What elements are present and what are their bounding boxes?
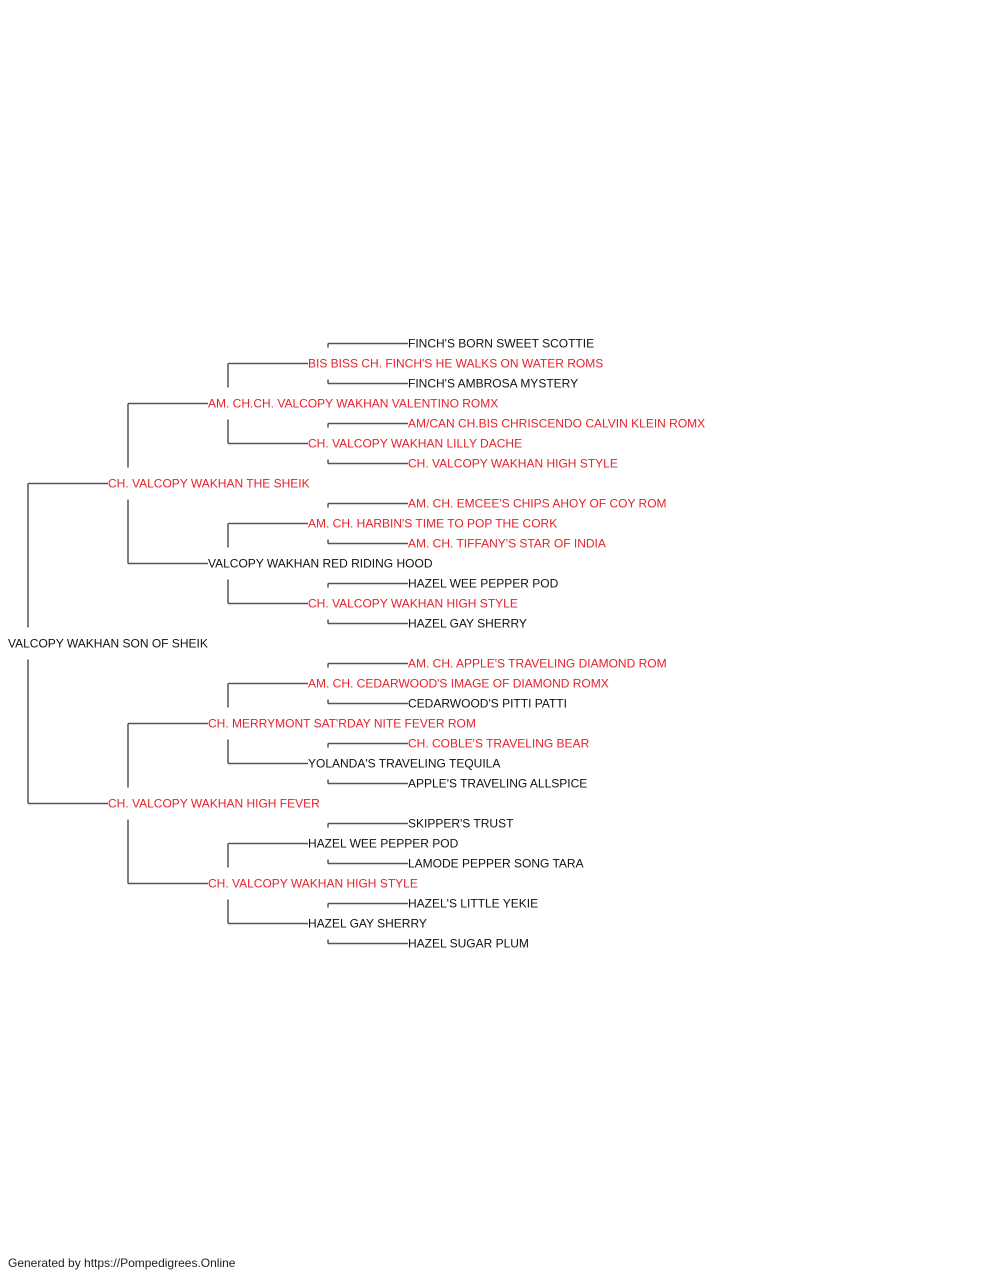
footer-credit: Generated by https://Pompedigrees.Online bbox=[8, 1256, 236, 1270]
ancestor-name: HAZEL WEE PEPPER POD bbox=[308, 837, 459, 851]
ancestor-name: CH. VALCOPY WAKHAN HIGH STYLE bbox=[308, 597, 518, 611]
ancestor-name: YOLANDA'S TRAVELING TEQUILA bbox=[308, 757, 500, 771]
ancestor-name: CH. VALCOPY WAKHAN LILLY DACHE bbox=[308, 437, 522, 451]
ancestor-name: HAZEL WEE PEPPER POD bbox=[408, 577, 559, 591]
ancestor-name: AM. CH. CEDARWOOD'S IMAGE OF DIAMOND ROM… bbox=[308, 677, 609, 691]
ancestor-name: CH. VALCOPY WAKHAN HIGH FEVER bbox=[108, 797, 320, 811]
ancestor-name: AM. CH. EMCEE'S CHIPS AHOY OF COY ROM bbox=[408, 497, 667, 511]
ancestor-name: AM/CAN CH.BIS CHRISCENDO CALVIN KLEIN RO… bbox=[408, 417, 705, 431]
ancestor-name: HAZEL GAY SHERRY bbox=[408, 617, 527, 631]
ancestor-name: AM. CH. TIFFANY'S STAR OF INDIA bbox=[408, 537, 606, 551]
ancestor-name: VALCOPY WAKHAN RED RIDING HOOD bbox=[208, 557, 433, 571]
ancestor-name: AM. CH. HARBIN'S TIME TO POP THE CORK bbox=[308, 517, 557, 531]
ancestor-name: BIS BISS CH. FINCH'S HE WALKS ON WATER R… bbox=[308, 357, 603, 371]
ancestor-name: FINCH'S BORN SWEET SCOTTIE bbox=[408, 337, 594, 351]
ancestor-name: SKIPPER'S TRUST bbox=[408, 817, 514, 831]
ancestor-name: APPLE'S TRAVELING ALLSPICE bbox=[408, 777, 587, 791]
ancestor-name: CH. VALCOPY WAKHAN HIGH STYLE bbox=[208, 877, 418, 891]
ancestor-name: CEDARWOOD'S PITTI PATTI bbox=[408, 697, 567, 711]
ancestor-name: CH. VALCOPY WAKHAN HIGH STYLE bbox=[408, 457, 618, 471]
ancestor-name: HAZEL SUGAR PLUM bbox=[408, 937, 529, 951]
ancestor-name: LAMODE PEPPER SONG TARA bbox=[408, 857, 584, 871]
ancestor-name: CH. VALCOPY WAKHAN THE SHEIK bbox=[108, 477, 310, 491]
ancestor-name: AM. CH.CH. VALCOPY WAKHAN VALENTINO ROMX bbox=[208, 397, 498, 411]
ancestor-name: FINCH'S AMBROSA MYSTERY bbox=[408, 377, 578, 391]
subject-dog-name: VALCOPY WAKHAN SON OF SHEIK bbox=[8, 637, 208, 651]
ancestor-name: HAZEL GAY SHERRY bbox=[308, 917, 427, 931]
ancestor-name: CH. COBLE'S TRAVELING BEAR bbox=[408, 737, 590, 751]
ancestor-name: CH. MERRYMONT SAT'RDAY NITE FEVER ROM bbox=[208, 717, 476, 731]
ancestor-name: AM. CH. APPLE'S TRAVELING DIAMOND ROM bbox=[408, 657, 667, 671]
ancestor-name: HAZEL'S LITTLE YEKIE bbox=[408, 897, 538, 911]
